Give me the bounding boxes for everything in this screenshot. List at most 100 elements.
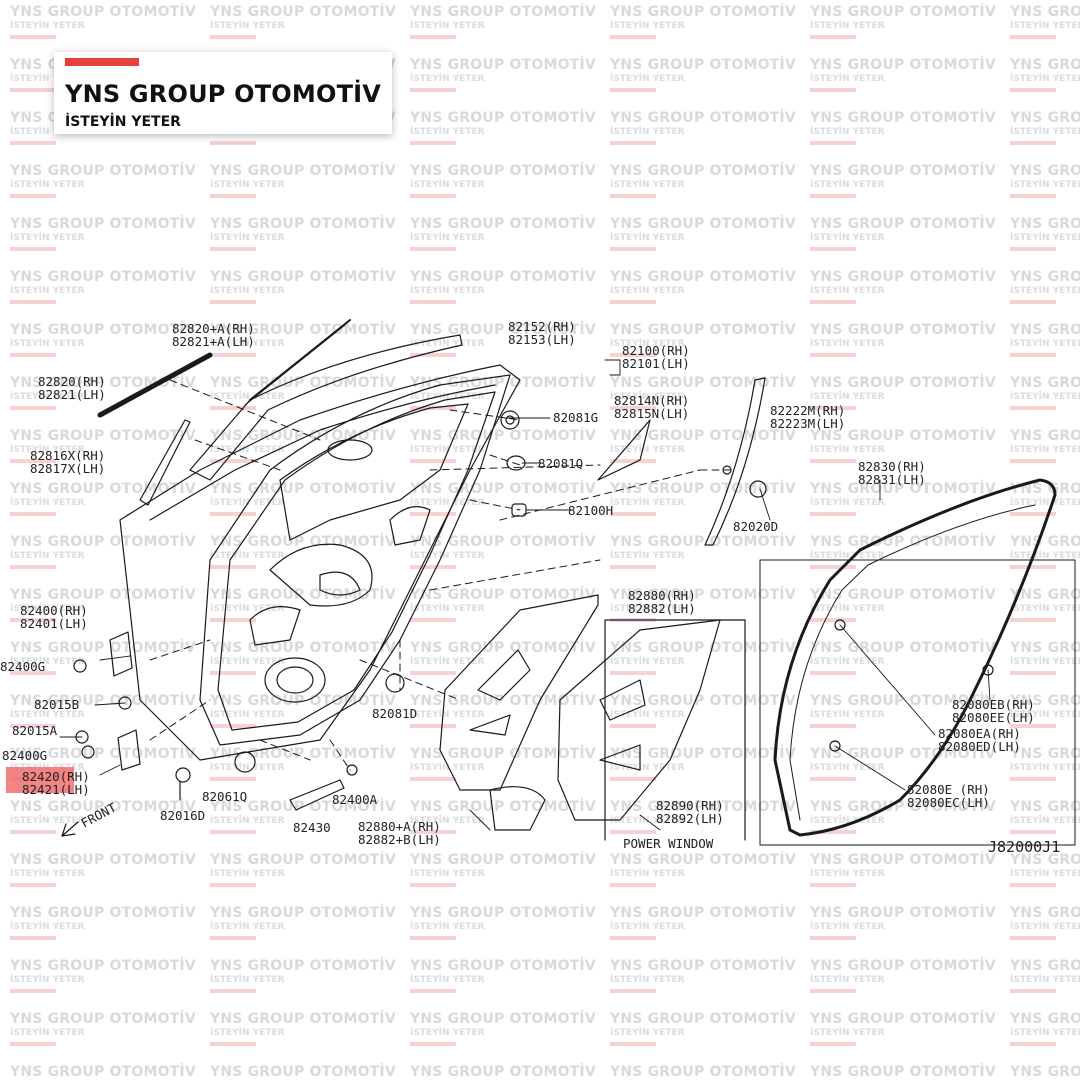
watermark-bar xyxy=(610,936,656,940)
watermark-title: YNS GROUP OTOMOTİV xyxy=(1010,428,1080,444)
watermark-subtitle: İSTEYİN YETER xyxy=(10,498,85,508)
label-82081d: 82081D xyxy=(372,706,417,721)
label-82400: 82400(RH) xyxy=(20,603,88,618)
watermark-bar xyxy=(410,989,456,993)
watermark-bar xyxy=(210,565,256,569)
watermark-bar xyxy=(1010,565,1056,569)
watermark-subtitle: İSTEYİN YETER xyxy=(210,1028,285,1038)
watermark-bar xyxy=(210,989,256,993)
watermark-subtitle: İSTEYİN YETER xyxy=(410,21,485,31)
watermark-subtitle: İSTEYİN YETER xyxy=(210,975,285,985)
watermark-title: YNS GROUP OTOMOTİV xyxy=(1010,852,1080,868)
watermark-title: YNS GROUP OTOMOTİV xyxy=(610,269,796,285)
watermark-subtitle: İSTEYİN YETER xyxy=(210,922,285,932)
brand-logo-card: YNS GROUP OTOMOTİV İSTEYİN YETER xyxy=(54,52,392,134)
watermark-bar xyxy=(610,565,656,569)
label-82817x: 82817X(LH) xyxy=(30,461,105,476)
watermark-subtitle: İSTEYİN YETER xyxy=(810,339,885,349)
watermark-subtitle: İSTEYİN YETER xyxy=(610,657,685,667)
watermark-bar xyxy=(410,512,456,516)
watermark-subtitle: İSTEYİN YETER xyxy=(610,339,685,349)
watermark-subtitle: İSTEYİN YETER xyxy=(1010,392,1080,402)
watermark-subtitle: İSTEYİN YETER xyxy=(610,869,685,879)
watermark-subtitle: İSTEYİN YETER xyxy=(1010,286,1080,296)
watermark-bar xyxy=(1010,671,1056,675)
watermark-bar xyxy=(210,141,256,145)
watermark-subtitle: İSTEYİN YETER xyxy=(610,551,685,561)
watermark-title: YNS GROUP OTOMOTİV xyxy=(10,428,196,444)
watermark-bar xyxy=(1010,300,1056,304)
door-inner-frame xyxy=(199,374,511,746)
watermark-title: YNS GROUP OTOMOTİV xyxy=(610,481,796,497)
watermark-title: YNS GROUP OTOMOTİV xyxy=(610,375,796,391)
watermark-title: YNS GROUP OTOMOTİV xyxy=(10,746,196,762)
watermark-title: YNS GROUP OTOMOTİV xyxy=(810,1011,996,1027)
label-82831: 82831(LH) xyxy=(858,472,926,487)
watermark-bar xyxy=(1010,777,1056,781)
watermark-bar xyxy=(610,989,656,993)
watermark-subtitle: İSTEYİN YETER xyxy=(610,127,685,137)
label-82820: 82820(RH) xyxy=(38,374,106,389)
watermark-bar xyxy=(10,300,56,304)
watermark-subtitle: İSTEYİN YETER xyxy=(10,657,85,667)
watermark-bar xyxy=(10,141,56,145)
watermark-bar xyxy=(810,724,856,728)
watermark-title: YNS GROUP OTOMOTİV xyxy=(810,905,996,921)
label-power-window: POWER WINDOW xyxy=(623,836,714,851)
watermark-bar xyxy=(10,618,56,622)
watermark-subtitle: İSTEYİN YETER xyxy=(610,445,685,455)
watermark-bar xyxy=(10,724,56,728)
watermark-bar xyxy=(1010,936,1056,940)
watermark-bar xyxy=(1010,1042,1056,1046)
watermark-title: YNS GROUP OTOMOTİV xyxy=(10,852,196,868)
watermark-subtitle: İSTEYİN YETER xyxy=(410,604,485,614)
brand-title: YNS GROUP OTOMOTİV xyxy=(65,80,382,108)
watermark-bar xyxy=(410,883,456,887)
watermark-title: YNS GROUP OTOMOTİV xyxy=(1010,163,1080,179)
label-82080ea: 82080EA(RH) xyxy=(938,726,1021,741)
watermark-title: YNS GROUP OTOMOTİV xyxy=(610,640,796,656)
label-82061q: 82061Q xyxy=(202,789,247,804)
watermark-title: YNS GROUP OTOMOTİV xyxy=(210,481,396,497)
label-82080ec: 82080EC(LH) xyxy=(907,795,990,810)
watermark-subtitle: İSTEYİN YETER xyxy=(10,816,85,826)
watermark-title: YNS GROUP OTOMOTİV xyxy=(10,163,196,179)
watermark-title: YNS GROUP OTOMOTİV xyxy=(610,534,796,550)
watermark-subtitle: İSTEYİN YETER xyxy=(1010,657,1080,667)
watermark-bar xyxy=(10,406,56,410)
label-82080e: 82080E (RH) xyxy=(907,782,990,797)
diagram-code: J82000J1 xyxy=(988,838,1060,856)
label-82222m: 82222M(RH) xyxy=(770,403,845,418)
label-82100: 82100(RH) xyxy=(622,343,690,358)
watermark-title: YNS GROUP OTOMOTİV xyxy=(410,57,596,73)
watermark-bar xyxy=(210,724,256,728)
label-82401: 82401(LH) xyxy=(20,616,88,631)
watermark-subtitle: İSTEYİN YETER xyxy=(210,339,285,349)
label-82821: 82821(LH) xyxy=(38,387,106,402)
watermark-bar xyxy=(610,459,656,463)
label-82880: 82880(RH) xyxy=(628,588,696,603)
watermark-title: YNS GROUP OTOMOTİV xyxy=(210,1064,396,1080)
watermark-subtitle: İSTEYİN YETER xyxy=(610,1028,685,1038)
watermark-bar xyxy=(810,353,856,357)
watermark-bar xyxy=(210,830,256,834)
watermark-title: YNS GROUP OTOMOTİV xyxy=(610,428,796,444)
watermark-bar xyxy=(810,1042,856,1046)
watermark-title: YNS GROUP OTOMOTİV xyxy=(210,375,396,391)
brand-tagline: İSTEYİN YETER xyxy=(65,114,181,130)
watermark-title: YNS GROUP OTOMOTİV xyxy=(410,322,596,338)
